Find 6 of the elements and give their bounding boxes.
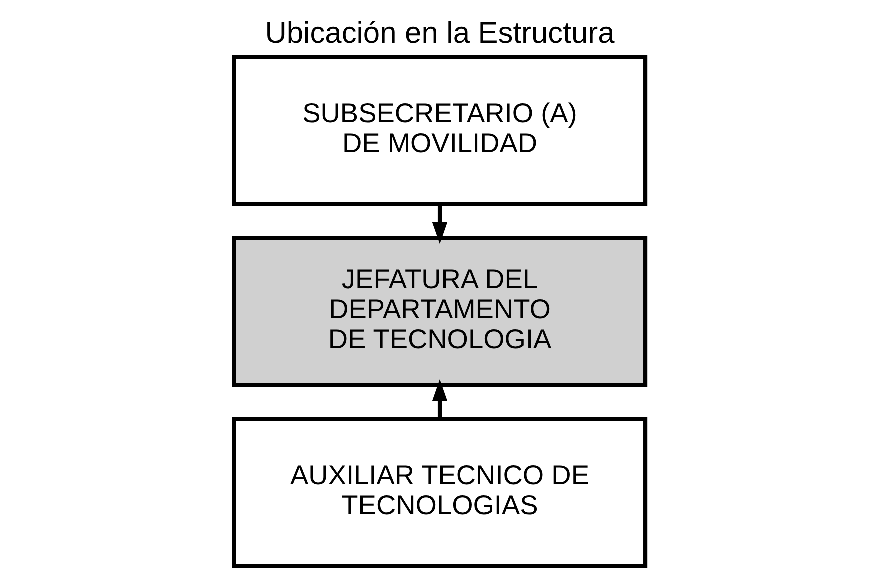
node-box: SUBSECRETARIO (A) DE MOVILIDAD	[232, 55, 648, 206]
node-box: AUXILIAR TECNICO DE TECNOLOGIAS	[232, 417, 648, 568]
arrow	[432, 204, 448, 244]
diagram-title: Ubicación en la Estructura	[265, 17, 615, 50]
arrow	[432, 379, 448, 419]
node-box: JEFATURA DEL DEPARTAMENTO DE TECNOLOGIA	[232, 236, 648, 388]
